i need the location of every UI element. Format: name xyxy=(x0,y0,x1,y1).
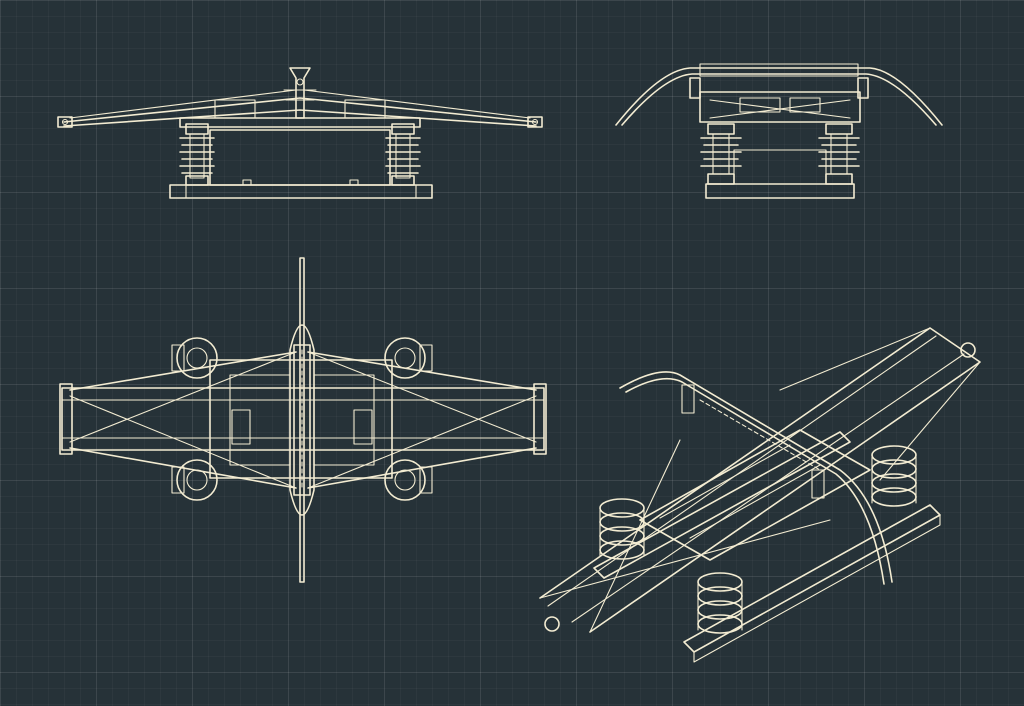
front-arm-end-left xyxy=(57,116,73,128)
front-frame xyxy=(209,129,391,186)
front-top-deck xyxy=(179,117,421,128)
side-collector-bow xyxy=(615,67,943,126)
side-right-insulator xyxy=(818,123,860,185)
side-carrier-right xyxy=(857,77,869,99)
iso-insulator-back-left xyxy=(599,498,645,560)
iso-frame xyxy=(639,429,871,561)
front-pantograph-head xyxy=(289,67,311,119)
iso-arms xyxy=(539,327,981,633)
plan-diagonal-arms xyxy=(69,351,537,489)
plan-insulator-discs xyxy=(171,337,433,501)
front-base-plate xyxy=(169,184,433,199)
plan-side-beams xyxy=(61,387,545,451)
plan-collector-head xyxy=(289,324,315,516)
plan-view xyxy=(59,257,547,583)
iso-collector-bow xyxy=(619,371,893,583)
front-left-insulator xyxy=(179,123,215,186)
side-carrier-left xyxy=(689,77,701,99)
side-elevation-view xyxy=(615,63,943,199)
side-frame xyxy=(699,91,861,123)
front-arm-end-right xyxy=(527,116,543,128)
iso-insulator-front-left xyxy=(697,572,743,634)
iso-base-rail-front xyxy=(683,504,941,653)
plan-main-frame xyxy=(209,359,393,479)
front-right-insulator xyxy=(385,123,421,186)
front-upper-arms xyxy=(63,97,537,123)
side-left-insulator xyxy=(700,123,742,185)
iso-base-rail-back xyxy=(593,431,851,579)
iso-arm-end xyxy=(544,616,560,632)
plan-central-mast xyxy=(299,257,305,583)
isometric-view xyxy=(539,327,981,663)
iso-insulator-front-right xyxy=(871,445,917,507)
side-base-plate xyxy=(705,183,855,199)
front-elevation-view xyxy=(57,67,543,199)
